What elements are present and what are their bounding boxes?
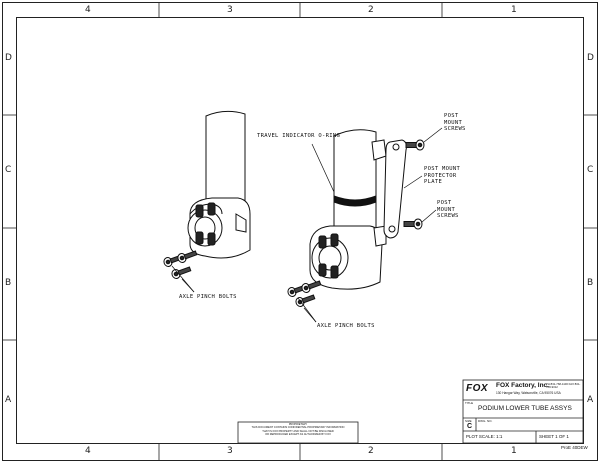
zone-row-right-4: A bbox=[587, 395, 594, 405]
revision-id: ProE 40DEW bbox=[561, 445, 588, 450]
left-callout-leaders bbox=[171, 265, 195, 293]
right-stanchion-tube bbox=[333, 129, 377, 235]
plot-scale: PLOT SCALE: 1:1 bbox=[466, 434, 503, 439]
zone-column-top-3: 2 bbox=[368, 5, 374, 15]
zone-column-bottom-3: 2 bbox=[368, 446, 374, 456]
right-callout-leaders bbox=[297, 127, 443, 323]
sheet-number: SHEET 1 OF 1 bbox=[539, 434, 569, 439]
zone-column-bottom-1: 4 bbox=[85, 446, 91, 456]
post-mount-screws-bottom-label: POST MOUNT SCREWS bbox=[437, 200, 459, 219]
zone-row-right-2: C bbox=[587, 165, 594, 175]
zone-column-top-1: 4 bbox=[85, 5, 91, 15]
zone-row-left-4: A bbox=[5, 395, 12, 405]
post-mount-screws-top-label: POST MOUNT SCREWS bbox=[444, 113, 466, 132]
drawing-size: C bbox=[467, 423, 473, 430]
post-mount-screws bbox=[403, 139, 425, 230]
size-label: SIZE bbox=[465, 419, 472, 423]
company-phone: PH:831-768-1100 FAX:831-768-9312 bbox=[546, 382, 581, 390]
zone-row-left-3: B bbox=[5, 278, 12, 288]
post-mount-protector-plate bbox=[383, 139, 407, 239]
zone-row-left-2: C bbox=[5, 165, 12, 175]
travel-indicator-o-ring bbox=[333, 195, 377, 207]
fox-logo: FOX bbox=[466, 383, 489, 394]
title-label: TITLE bbox=[465, 401, 474, 405]
zone-row-right-3: B bbox=[587, 278, 594, 288]
right-lower-tube-assembly bbox=[309, 129, 387, 290]
dwg-no-label: DWG. NO. bbox=[478, 419, 493, 423]
zone-column-bottom-2: 3 bbox=[227, 446, 233, 456]
proprietary-notice: PROPRIETARY THIS DOCUMENT CONTAINS CONFI… bbox=[251, 423, 345, 437]
zone-row-right-1: D bbox=[587, 53, 594, 63]
proprietary-notice-frame bbox=[237, 421, 359, 444]
drawing-title: PODIUM LOWER TUBE ASSYS bbox=[478, 405, 572, 412]
axle-pinch-bolts-left-label: AXLE PINCH BOLTS bbox=[179, 294, 237, 300]
travel-indicator-label: TRAVEL INDICATOR O-RING bbox=[257, 133, 341, 139]
company-address: 130 Hangar Way, Watsonville, CA 95076 US… bbox=[496, 391, 561, 395]
left-axle-pinch-bolts bbox=[163, 250, 198, 279]
right-axle-pinch-bolts bbox=[287, 280, 322, 307]
zone-row-left-1: D bbox=[5, 53, 12, 63]
title-block-frame bbox=[462, 379, 584, 444]
company-name: FOX Factory, Inc. bbox=[496, 382, 549, 389]
zone-column-top-4: 1 bbox=[511, 5, 517, 15]
zone-column-bottom-4: 1 bbox=[511, 446, 517, 456]
post-mount-protector-label: POST MOUNT PROTECTOR PLATE bbox=[424, 166, 461, 185]
left-lower-tube-assembly bbox=[187, 110, 251, 259]
zone-column-top-2: 3 bbox=[227, 5, 233, 15]
axle-pinch-bolts-right-label: AXLE PINCH BOLTS bbox=[317, 323, 375, 329]
